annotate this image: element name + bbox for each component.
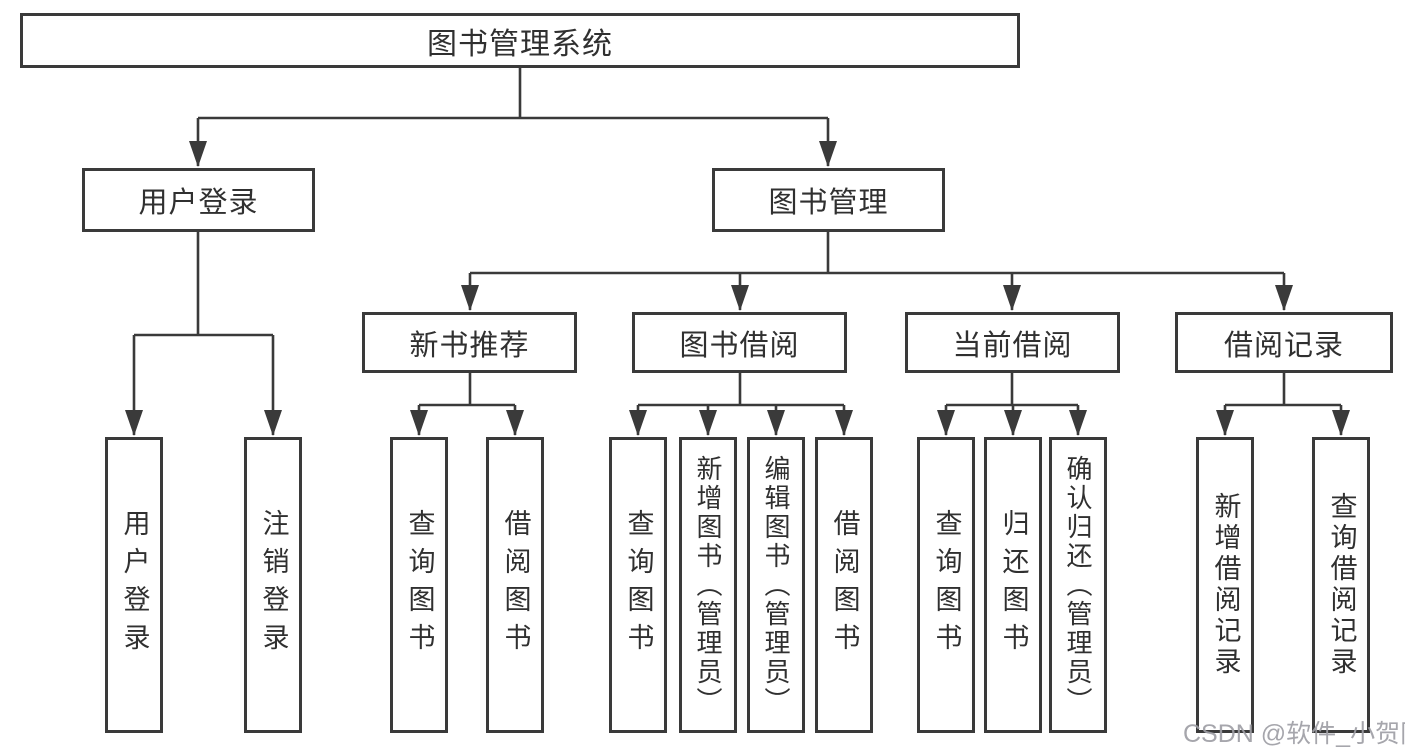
leaf-bb-query-books-label: 查询图书 (623, 509, 654, 661)
leaf-bb-edit-books-admin-label: 编辑图书（管理员） (761, 454, 791, 716)
node-book-management-label: 图书管理 (768, 187, 889, 219)
leaf-cb-return-books-label: 归还图书 (998, 509, 1029, 661)
leaf-nbr-borrow-books: 借阅图书 (486, 437, 544, 733)
leaf-nbr-query-books: 查询图书 (390, 437, 448, 733)
leaf-cb-query-books-label: 查询图书 (931, 509, 962, 661)
node-user-login-label: 用户登录 (138, 187, 259, 219)
csdn-watermark: CSDN @软件_小贺同学 (1183, 720, 1405, 748)
leaf-br-query-record-label: 查询借阅记录 (1326, 492, 1357, 678)
node-borrow-records-label: 借阅记录 (1223, 329, 1344, 362)
leaf-cb-confirm-return-admin: 确认归还（管理员） (1049, 437, 1107, 733)
leaf-logout-label: 注销登录 (258, 509, 289, 661)
leaf-bb-add-books-admin-label: 新增图书（管理员） (693, 454, 723, 716)
node-borrow-records: 借阅记录 (1175, 312, 1393, 373)
node-library-system-label: 图书管理系统 (427, 27, 613, 61)
leaf-br-add-record-label: 新增借阅记录 (1210, 492, 1241, 678)
leaf-bb-query-books: 查询图书 (609, 437, 667, 733)
node-new-book-recommend-label: 新书推荐 (409, 329, 530, 362)
node-book-borrowing-label: 图书借阅 (679, 329, 800, 362)
leaf-bb-edit-books-admin: 编辑图书（管理员） (747, 437, 805, 733)
node-book-management: 图书管理 (712, 168, 945, 232)
leaf-nbr-query-books-label: 查询图书 (404, 509, 435, 661)
leaf-logout: 注销登录 (244, 437, 302, 733)
leaf-bb-borrow-books-label: 借阅图书 (829, 509, 860, 661)
node-book-borrowing: 图书借阅 (632, 312, 847, 373)
leaf-user-login: 用户登录 (105, 437, 163, 733)
node-new-book-recommend: 新书推荐 (362, 312, 577, 373)
leaf-br-add-record: 新增借阅记录 (1196, 437, 1254, 733)
leaf-cb-confirm-return-admin-label: 确认归还（管理员） (1063, 454, 1093, 716)
leaf-nbr-borrow-books-label: 借阅图书 (500, 509, 531, 661)
leaf-br-query-record: 查询借阅记录 (1312, 437, 1370, 733)
node-library-system: 图书管理系统 (20, 13, 1020, 68)
leaf-bb-borrow-books: 借阅图书 (815, 437, 873, 733)
leaf-cb-query-books: 查询图书 (917, 437, 975, 733)
node-user-login: 用户登录 (82, 168, 315, 232)
leaf-bb-add-books-admin: 新增图书（管理员） (679, 437, 737, 733)
leaf-cb-return-books: 归还图书 (984, 437, 1042, 733)
node-current-borrowing-label: 当前借阅 (952, 329, 1073, 362)
leaf-user-login-label: 用户登录 (119, 509, 150, 661)
node-current-borrowing: 当前借阅 (905, 312, 1120, 373)
